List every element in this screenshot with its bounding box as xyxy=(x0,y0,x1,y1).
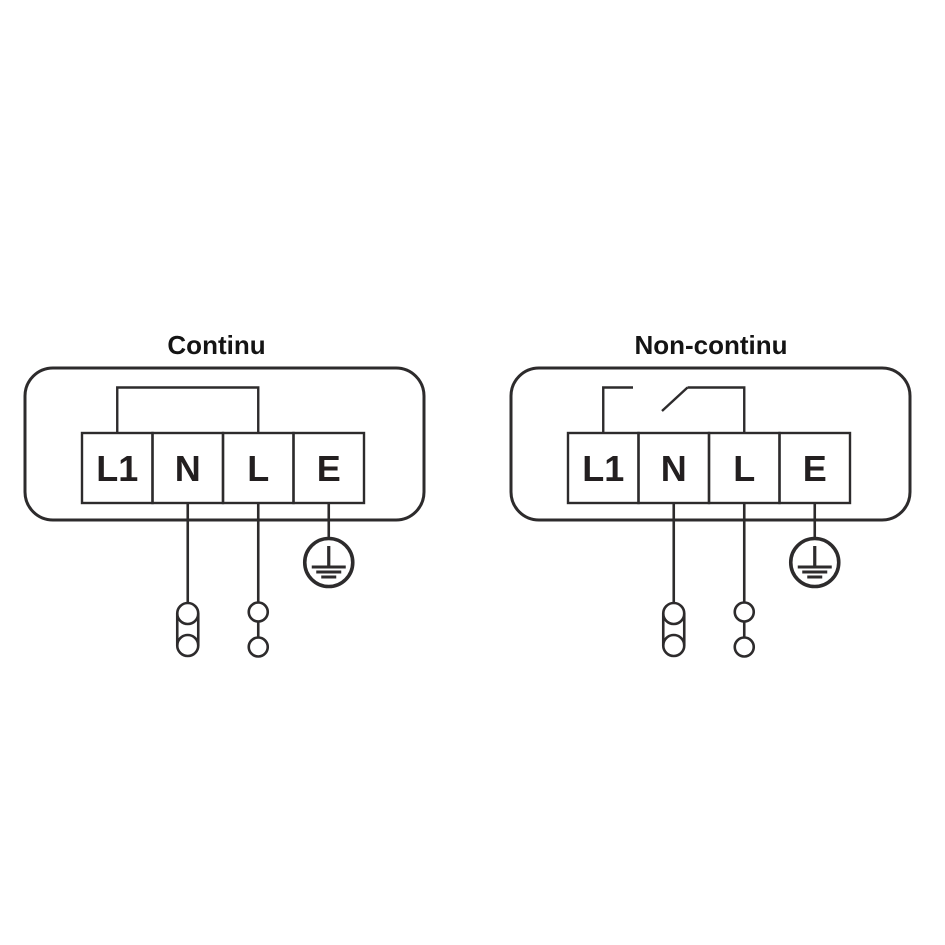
connector-circle-bottom xyxy=(733,636,756,658)
connector-circle-top xyxy=(247,601,270,623)
switch-blade xyxy=(661,386,689,412)
protective-earth-icon xyxy=(788,536,841,589)
protective-earth-icon xyxy=(302,536,355,589)
connector-circle-top xyxy=(733,601,756,623)
bridge-link-open-switch xyxy=(602,386,746,433)
terminal-label-n: N xyxy=(175,448,201,489)
double-circle-connector-icon xyxy=(175,601,200,658)
diagram-title: Continu xyxy=(167,330,265,360)
linked-circles-connector-icon xyxy=(247,601,270,658)
bridge-link-closed xyxy=(116,386,260,433)
terminal-label-e: E xyxy=(317,448,341,489)
connector-circle-bottom xyxy=(247,636,270,658)
diagram-title: Non-continu xyxy=(634,330,787,360)
switch-right-arm xyxy=(687,386,746,433)
connector-circle-top xyxy=(661,601,686,626)
terminal-label-l: L xyxy=(733,448,755,489)
terminal-label-n: N xyxy=(661,448,687,489)
diagram-non-continuous: Non-continu L1 N L E xyxy=(509,330,912,658)
terminal-label-l1: L1 xyxy=(582,448,624,489)
device-enclosure xyxy=(509,366,912,522)
device-enclosure xyxy=(23,366,426,522)
connector-circle-top xyxy=(175,601,200,626)
earth-circle xyxy=(302,536,355,589)
connector-circle-bottom xyxy=(661,633,686,658)
double-circle-connector-icon xyxy=(661,601,686,658)
terminal-label-l: L xyxy=(247,448,269,489)
switch-left-stub xyxy=(602,386,633,433)
terminal-label-l1: L1 xyxy=(96,448,138,489)
diagram-continuous: Continu L1 N L E xyxy=(23,330,426,658)
terminal-label-e: E xyxy=(803,448,827,489)
connector-circle-bottom xyxy=(175,633,200,658)
earth-circle xyxy=(788,536,841,589)
linked-circles-connector-icon xyxy=(733,601,756,658)
